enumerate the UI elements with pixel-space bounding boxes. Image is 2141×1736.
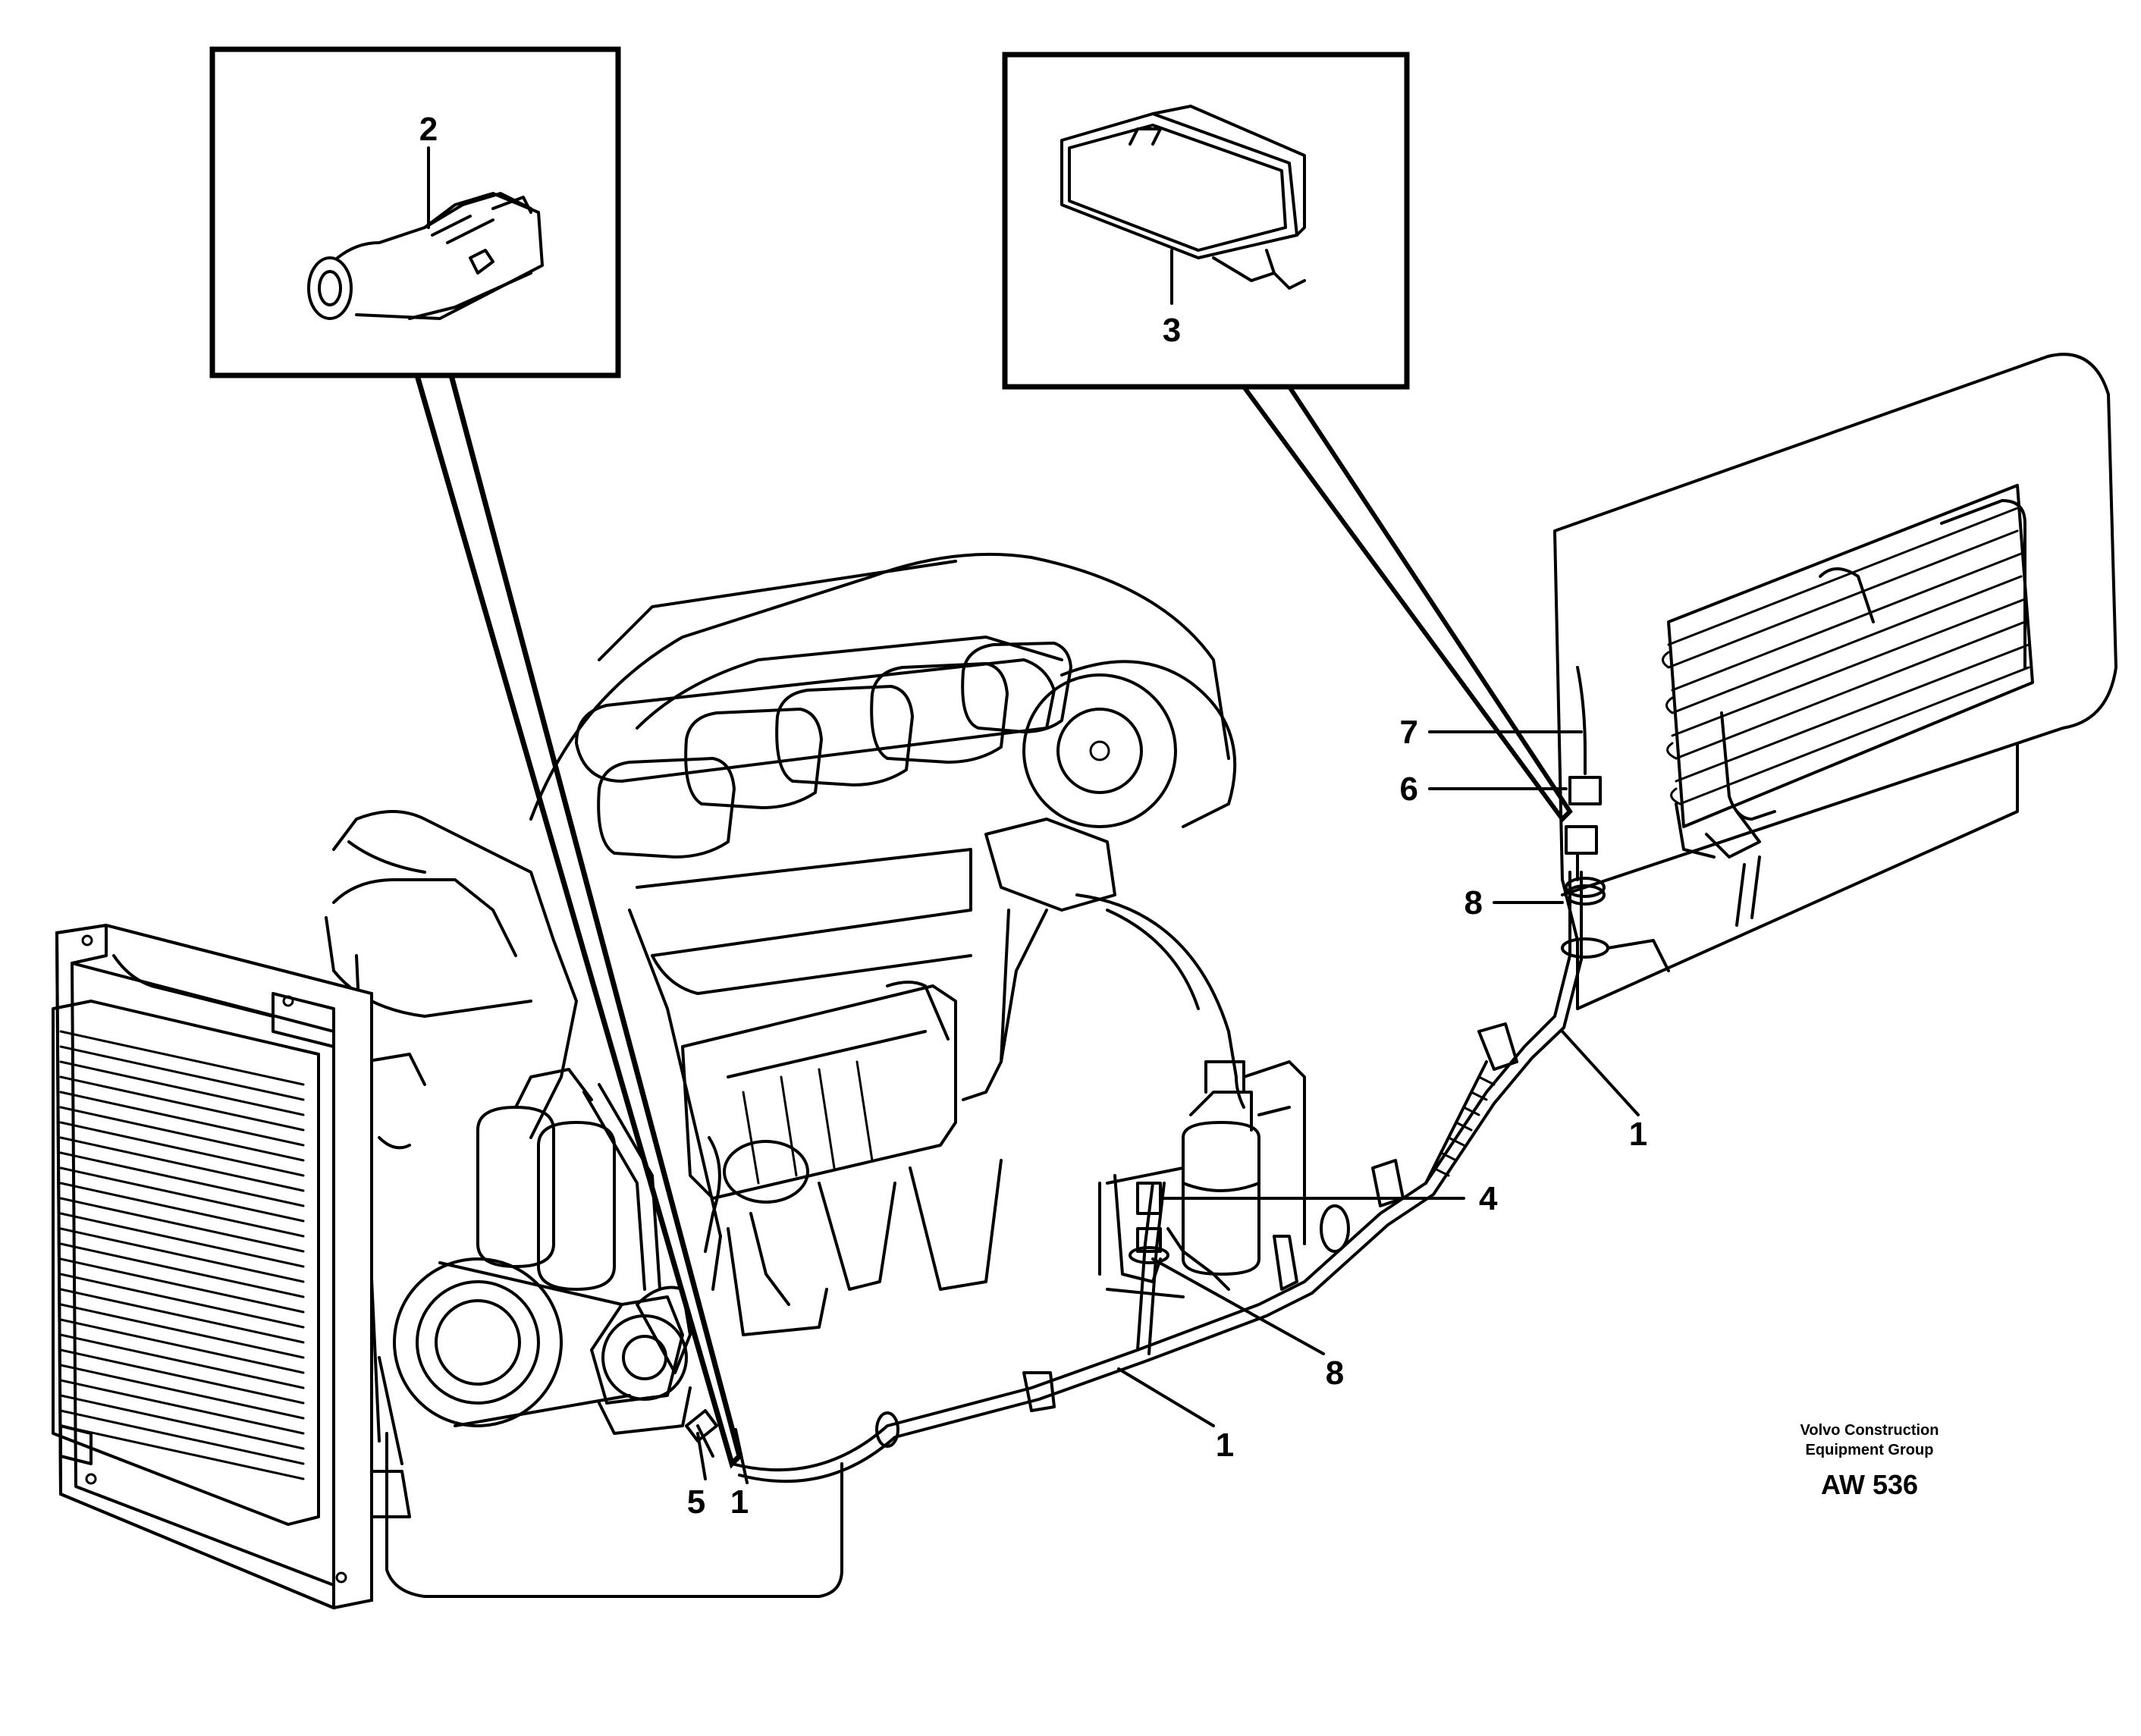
callout-7: 7	[1400, 714, 1418, 751]
callout-8-lower: 8	[1326, 1355, 1344, 1392]
callouts: 2 3 7 6 8 1 4 8 1 5 1	[419, 111, 1647, 1521]
condenser-fins	[59, 1030, 305, 1480]
callout-1-right: 1	[1629, 1116, 1647, 1153]
callout-3: 3	[1163, 312, 1181, 349]
credit-block: Volvo Construction Equipment Group AW 53…	[1800, 1422, 1939, 1500]
engine-assembly	[325, 552, 1245, 1598]
drawing-code: AW 536	[1821, 1469, 1918, 1500]
wiring-harness	[685, 666, 1609, 1483]
connector-detail-2	[307, 192, 544, 320]
detail-box-3	[1002, 52, 1410, 390]
receiver-drier	[1098, 1060, 1306, 1298]
condenser	[52, 923, 373, 1610]
callout-1-middle: 1	[1216, 1427, 1234, 1464]
callout-1-left: 1	[730, 1483, 749, 1521]
detail-leader-lines	[413, 372, 1573, 1469]
callout-4: 4	[1479, 1180, 1498, 1217]
credit-line-1: Volvo Construction	[1800, 1422, 1939, 1439]
callout-2: 2	[419, 111, 438, 148]
callout-leaders	[696, 730, 1640, 1484]
connector-detail-3	[1060, 105, 1306, 290]
callout-5: 5	[687, 1483, 705, 1521]
callout-8-upper: 8	[1464, 884, 1483, 921]
credit-line-2: Equipment Group	[1806, 1442, 1934, 1458]
evaporator-tubes	[1662, 507, 2030, 805]
evaporator	[1553, 353, 2117, 1010]
callout-6: 6	[1400, 771, 1418, 808]
detail-box-2	[209, 46, 621, 378]
